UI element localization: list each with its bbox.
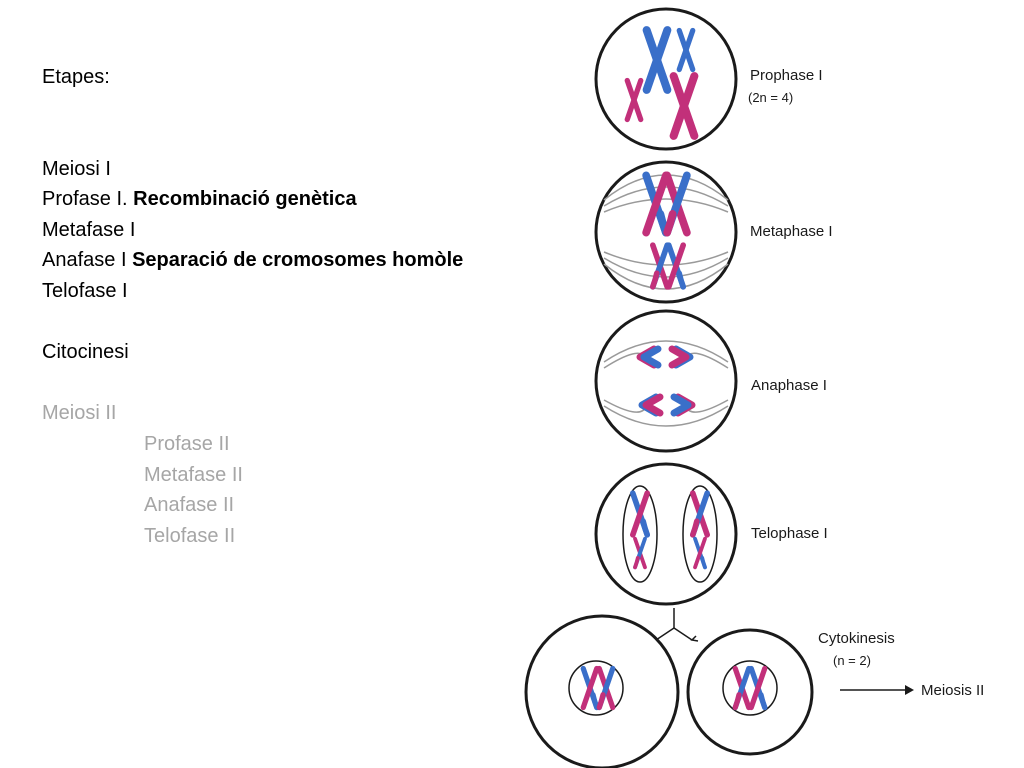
daughter-nucleus-left	[622, 485, 658, 583]
meiosis-2-label: Meiosis II	[921, 682, 984, 699]
outline-heading: Etapes:	[42, 66, 110, 88]
prophase-1-item: Profase I. Recombinació genètica	[42, 184, 522, 215]
metaphase-1-label: Metaphase I	[750, 223, 833, 240]
telophase-1-item: Telofase I	[42, 279, 128, 302]
anaphase-1-label: Anaphase I	[751, 377, 827, 394]
anaphase-2-item: Anafase II	[144, 494, 235, 517]
anaphase-1-name: Anafase I	[42, 249, 127, 272]
anaphase-1-note: Separació de cromosomes homòle	[132, 249, 464, 272]
metaphase-1-cell	[594, 160, 738, 304]
meiosis-1-title: Meiosi I	[42, 157, 111, 180]
prophase-1-cell	[594, 7, 738, 151]
cytokinesis-item: Citocinesi	[42, 341, 129, 364]
anaphase-1-cell	[594, 309, 738, 453]
metaphase-2-item: Metafase II	[144, 463, 243, 486]
ploidy-n-label: (n = 2)	[833, 653, 871, 668]
prophase-1-label: Prophase I	[750, 67, 823, 84]
stages-outline: Etapes: Meiosi I Profase I. Recombinació…	[42, 62, 522, 551]
arrow-right-icon	[840, 685, 914, 695]
ploidy-2n-label: (2n = 4)	[748, 90, 793, 105]
split-arrow	[649, 608, 699, 642]
meiosis-2-title: Meiosi II	[42, 402, 117, 425]
prophase-1-name: Profase I.	[42, 188, 128, 211]
metaphase-1-item: Metafase I	[42, 218, 136, 241]
telophase-1-cell	[594, 462, 738, 606]
prophase-2-item: Profase II	[144, 432, 230, 455]
daughter-nucleus-right	[682, 485, 718, 583]
daughter-cell-right	[686, 628, 814, 756]
prophase-1-note: Recombinació genètica	[133, 188, 357, 211]
daughter-cell-left	[524, 614, 680, 768]
telophase-2-item: Telofase II	[144, 524, 236, 547]
cytokinesis-label: Cytokinesis	[818, 630, 895, 647]
telophase-1-label: Telophase I	[751, 525, 828, 542]
anaphase-1-item: Anafase I Separació de cromosomes homòle	[42, 245, 522, 276]
